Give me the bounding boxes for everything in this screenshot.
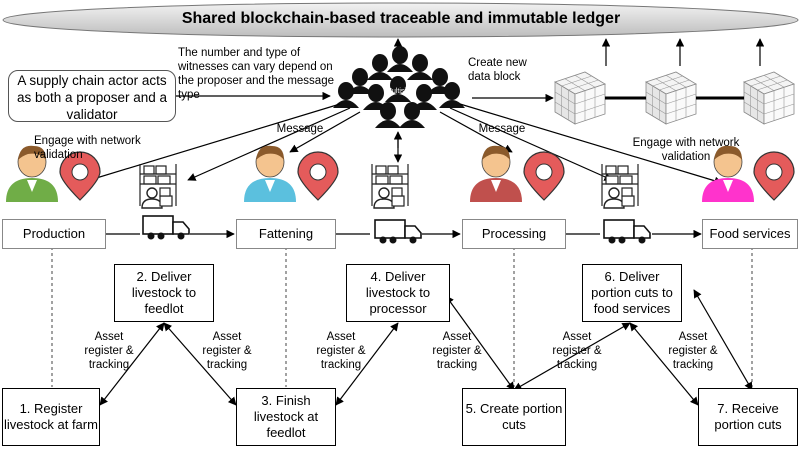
step-4-box: 4. Deliver livestock to processor (346, 264, 450, 322)
worker-1-icon (139, 163, 177, 209)
asset-label-4: Asset register & tracking (432, 331, 482, 371)
step-4-label: 4. Deliver livestock to processor (365, 269, 431, 316)
step-6-label: 6. Deliver portion cuts to food services (591, 269, 673, 316)
step-6-box: 6. Deliver portion cuts to food services (582, 264, 682, 322)
asset-label-5: Asset register & tracking (552, 331, 602, 371)
multisig-label: Multisig (386, 88, 410, 95)
engage-right-note: Engage with network validation (632, 137, 740, 163)
stage-processing: Processing (462, 219, 566, 249)
ledger-cylinder (2, 2, 799, 38)
step-3-box: 3. Finish livestock at feedlot (236, 388, 336, 446)
processing-actor-icon (469, 145, 565, 203)
ledger-title: Shared blockchain-based traceable and im… (181, 10, 621, 27)
worker-2-icon (371, 163, 409, 209)
block-3-icon (743, 71, 795, 125)
message-left-label: Message (276, 123, 324, 135)
asset-label-1: Asset register & tracking (84, 331, 134, 371)
stage-fattening: Fattening (236, 219, 336, 249)
step-1-label: 1. Register livestock at farm (4, 401, 98, 432)
fattening-actor-icon (243, 145, 339, 203)
step-7-box: 7. Receive portion cuts (698, 388, 798, 446)
asset-label-3: Asset register & tracking (316, 331, 366, 371)
block-2-icon (645, 71, 697, 125)
block-1-icon (554, 71, 606, 125)
step-5-box: 5. Create portion cuts (462, 388, 566, 446)
truck-2-icon (374, 219, 422, 245)
step-7-label: 7. Receive portion cuts (714, 401, 782, 432)
truck-3-icon (603, 219, 651, 245)
stage-production: Production (2, 219, 106, 249)
step-5-label: 5. Create portion cuts (465, 401, 563, 432)
engage-left-note: Engage with network validation (34, 135, 141, 161)
truck-1-icon (142, 215, 190, 241)
asset-label-6: Asset register & tracking (668, 331, 718, 371)
step-2-label: 2. Deliver livestock to feedlot (131, 269, 197, 316)
step-3-label: 3. Finish livestock at feedlot (253, 393, 319, 440)
worker-3-icon (601, 163, 639, 209)
message-right-label: Message (478, 123, 526, 135)
witnesses-note: The number and type of witnesses can var… (178, 47, 334, 101)
create-block-note: Create new data block (468, 57, 527, 83)
asset-label-2: Asset register & tracking (202, 331, 252, 371)
step-1-box: 1. Register livestock at farm (2, 388, 100, 446)
stage-food-services: Food services (702, 219, 798, 249)
step-2-box: 2. Deliver livestock to feedlot (114, 264, 214, 322)
actor-role-note: A supply chain actor acts as both a prop… (8, 70, 176, 122)
